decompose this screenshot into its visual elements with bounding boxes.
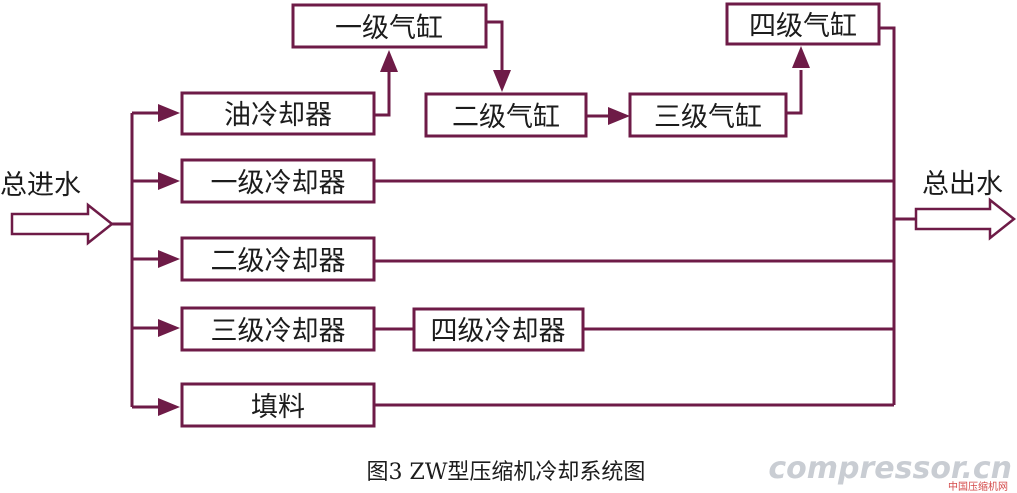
- svg-text:三级气缸: 三级气缸: [654, 102, 762, 133]
- outlet-label: 总出水: [922, 169, 1003, 200]
- svg-text:四级冷却器: 四级冷却器: [431, 316, 566, 347]
- stage3-cylinder-box: 三级气缸: [628, 92, 788, 138]
- cylinder-flow-path: [374, 20, 810, 125]
- svg-text:二级冷却器: 二级冷却器: [211, 246, 346, 277]
- stage4-cylinder-box: 四级气缸: [725, 2, 881, 46]
- stage3-cooler-box: 三级冷却器: [180, 306, 376, 352]
- branch-arrows: [132, 104, 180, 416]
- stage2-cylinder-box: 二级气缸: [424, 92, 588, 138]
- svg-text:三级冷却器: 三级冷却器: [211, 316, 346, 347]
- svg-text:一级冷却器: 一级冷却器: [211, 168, 346, 199]
- stage1-cooler-box: 一级冷却器: [180, 158, 376, 204]
- svg-text:四级气缸: 四级气缸: [749, 11, 857, 42]
- outlet-arrow: [914, 197, 1017, 241]
- oil-cooler-box: 油冷却器: [180, 91, 376, 136]
- watermark-logo: compressor.cn: [768, 451, 1012, 486]
- svg-text:一级气缸: 一级气缸: [335, 13, 443, 44]
- stage4-cooler-box: 四级冷却器: [412, 307, 585, 352]
- stage1-cylinder-box: 一级气缸: [291, 3, 488, 49]
- inlet-arrow: [10, 202, 115, 246]
- svg-text:油冷却器: 油冷却器: [224, 100, 332, 131]
- stage2-cooler-box: 二级冷却器: [180, 236, 376, 282]
- figure-caption: 图3 ZW型压缩机冷却系统图: [367, 460, 646, 485]
- watermark-subtitle: 中国压缩机网: [948, 480, 1008, 493]
- svg-text:二级气缸: 二级气缸: [452, 102, 560, 133]
- packing-box: 填料: [180, 382, 376, 428]
- return-lines: [374, 26, 916, 407]
- inlet-label: 总进水: [0, 170, 81, 201]
- svg-text:填料: 填料: [251, 392, 305, 423]
